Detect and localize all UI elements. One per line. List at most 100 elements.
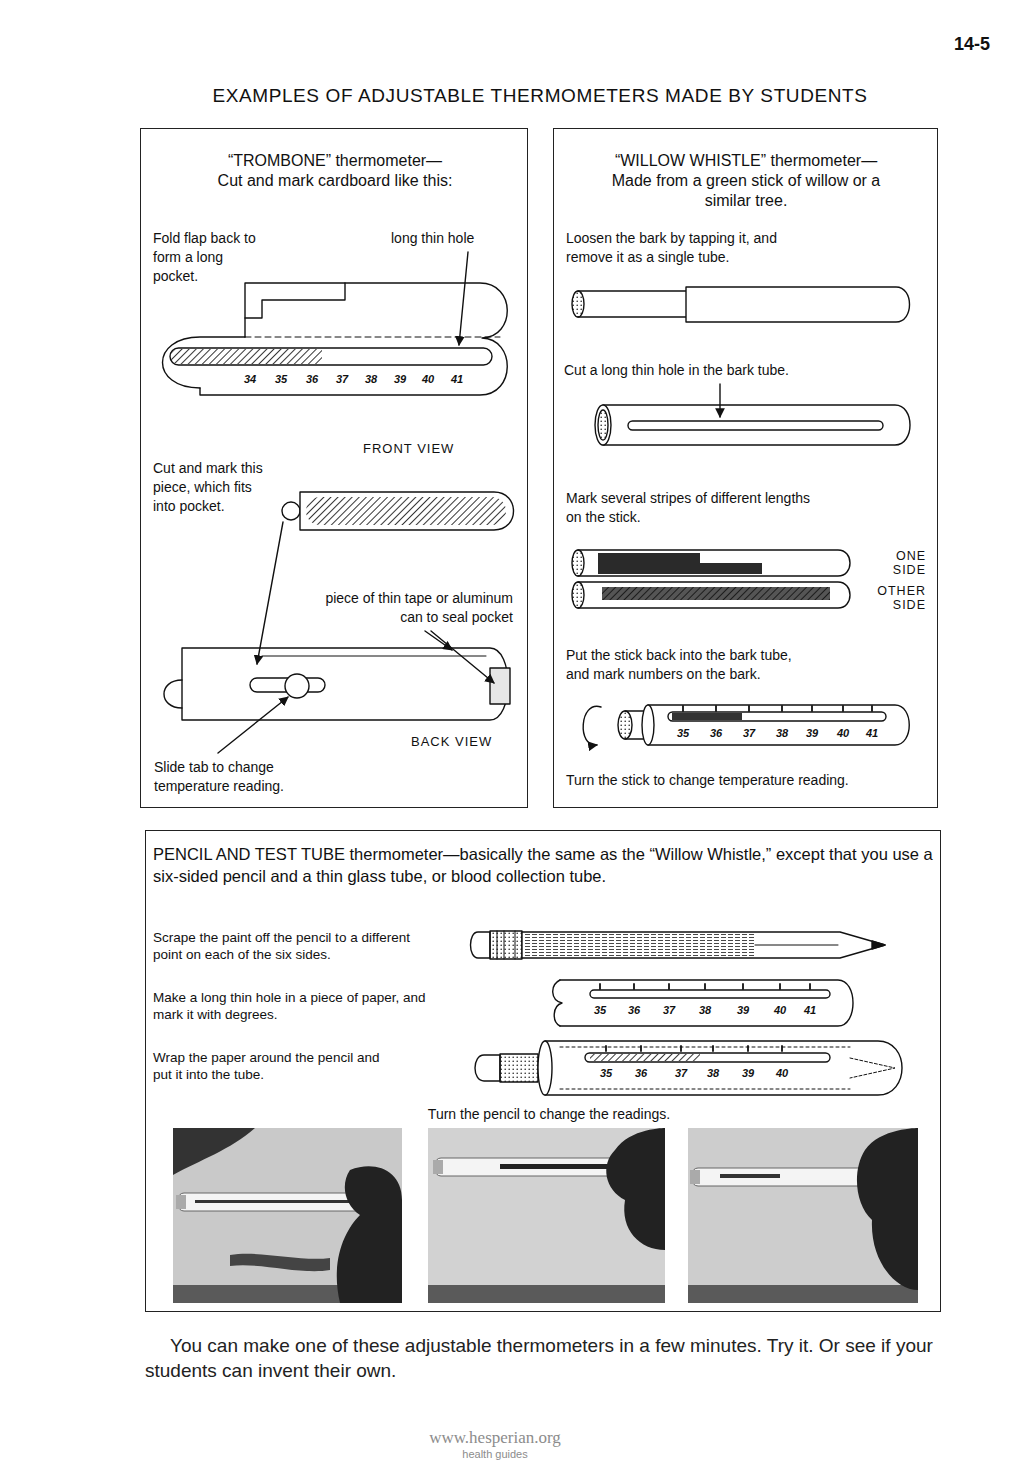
photo bbox=[720, 1174, 780, 1178]
scale-number: 41 bbox=[804, 1004, 816, 1017]
paper-scale bbox=[553, 980, 562, 1026]
striped-stick bbox=[602, 587, 830, 600]
pencil-in-tube bbox=[585, 1053, 830, 1062]
side-label: ONE SIDE bbox=[864, 549, 926, 577]
scale-number: 40 bbox=[422, 373, 434, 386]
panel-heading: PENCIL AND TEST TUBE thermometer—basical… bbox=[153, 843, 933, 887]
scale-number: 36 bbox=[635, 1067, 647, 1080]
willow-stick-and-bark bbox=[572, 291, 584, 317]
scale-number: 37 bbox=[743, 727, 755, 740]
bark-tube bbox=[595, 405, 611, 445]
pencil-in-tube bbox=[606, 1046, 782, 1051]
scale-number: 38 bbox=[776, 727, 788, 740]
scale-number: 38 bbox=[365, 373, 377, 386]
scale-number: 39 bbox=[394, 373, 406, 386]
willow-assembled bbox=[618, 711, 632, 739]
willow-stick-and-bark bbox=[578, 291, 686, 317]
scale-number: 37 bbox=[663, 1004, 675, 1017]
part-label: piece of thin tape or aluminum can to se… bbox=[301, 589, 513, 627]
bark-tube bbox=[598, 410, 608, 440]
photo bbox=[176, 1195, 186, 1209]
scale-number: 35 bbox=[677, 727, 689, 740]
instruction: Turn the pencil to change the readings. bbox=[324, 1105, 774, 1123]
cardboard-back-view bbox=[182, 648, 508, 720]
pencil-in-tube bbox=[590, 1054, 700, 1061]
pencil bbox=[525, 934, 755, 956]
leader-line bbox=[218, 631, 494, 753]
bark-tube bbox=[603, 405, 910, 445]
instruction: Slide tab to change temperature reading. bbox=[154, 758, 329, 796]
photo bbox=[692, 1168, 880, 1186]
scale-number: 39 bbox=[742, 1067, 754, 1080]
trombone-panel: “TROMBONE” thermometer— Cut and mark car… bbox=[140, 128, 528, 808]
cardboard-front-view bbox=[163, 283, 508, 395]
pencil-in-tube bbox=[560, 1047, 850, 1089]
scale-number: 40 bbox=[774, 1004, 786, 1017]
photo bbox=[173, 1128, 255, 1175]
view-label: FRONT VIEW bbox=[363, 441, 454, 457]
scale-number: 35 bbox=[594, 1004, 606, 1017]
photo bbox=[690, 1170, 700, 1184]
pencil bbox=[872, 941, 885, 949]
pencil bbox=[490, 931, 522, 959]
instruction: Make a long thin hole in a piece of pape… bbox=[153, 989, 428, 1023]
leader-line bbox=[719, 384, 720, 417]
willow-stick-and-bark bbox=[686, 287, 910, 322]
leader-line bbox=[425, 631, 452, 650]
cardboard-back-view bbox=[164, 648, 510, 720]
photo bbox=[428, 1128, 665, 1303]
photo bbox=[606, 1128, 665, 1250]
leader-line bbox=[459, 252, 468, 345]
leader-line bbox=[719, 384, 720, 417]
photo bbox=[428, 1285, 665, 1303]
pencil-panel: PENCIL AND TEST TUBE thermometer—basical… bbox=[145, 830, 941, 1312]
cardboard-front-view bbox=[170, 348, 492, 365]
willow-assembled bbox=[683, 706, 872, 711]
page-title: EXAMPLES OF ADJUSTABLE THERMOMETERS MADE… bbox=[70, 84, 1010, 108]
willow-assembled bbox=[668, 712, 886, 721]
pencil bbox=[471, 931, 886, 959]
scale-number: 36 bbox=[710, 727, 722, 740]
instruction: Cut and mark this piece, which fits into… bbox=[153, 459, 263, 516]
instruction: Scrape the paint off the pencil to a dif… bbox=[153, 929, 423, 963]
scale-number: 39 bbox=[737, 1004, 749, 1017]
page-number: 14-5 bbox=[954, 33, 990, 55]
scale-number: 34 bbox=[244, 373, 256, 386]
scale-number: 38 bbox=[707, 1067, 719, 1080]
scale-number: 38 bbox=[699, 1004, 711, 1017]
willow-assembled bbox=[642, 705, 654, 745]
willow-assembled bbox=[583, 705, 909, 745]
photo bbox=[195, 1200, 360, 1203]
striped-stick bbox=[572, 550, 584, 576]
paper-scale bbox=[560, 980, 853, 1026]
part-label: long thin hole bbox=[391, 229, 501, 248]
paper-scale bbox=[600, 984, 810, 989]
scale-number: 41 bbox=[866, 727, 878, 740]
bark-tube bbox=[628, 421, 883, 430]
cardboard-front-view bbox=[200, 283, 507, 395]
photo bbox=[230, 1254, 330, 1271]
pencil-in-tube bbox=[475, 1041, 902, 1095]
photo bbox=[173, 1128, 918, 1303]
panel-heading: “TROMBONE” thermometer— Cut and mark car… bbox=[216, 151, 454, 191]
willow-stick-and-bark bbox=[572, 287, 910, 322]
leader-line bbox=[218, 697, 288, 753]
cardboard-back-view bbox=[490, 668, 510, 704]
pencil bbox=[497, 931, 515, 959]
leader-line bbox=[257, 522, 283, 664]
instruction: Fold flap back to form a long pocket. bbox=[153, 229, 258, 286]
pencil-in-tube bbox=[500, 1054, 538, 1082]
cardboard-back-view bbox=[262, 656, 486, 657]
slider-piece bbox=[282, 502, 300, 520]
cardboard-back-view bbox=[285, 674, 309, 698]
striped-stick bbox=[602, 587, 830, 600]
slider-piece bbox=[282, 492, 514, 530]
cardboard-front-view bbox=[171, 349, 322, 364]
paper-scale bbox=[553, 980, 853, 1026]
photo bbox=[337, 1166, 402, 1303]
instruction: Cut a long thin hole in the bark tube. bbox=[564, 361, 864, 380]
photo bbox=[857, 1128, 918, 1290]
scale-number: 39 bbox=[806, 727, 818, 740]
striped-stick bbox=[598, 553, 762, 574]
